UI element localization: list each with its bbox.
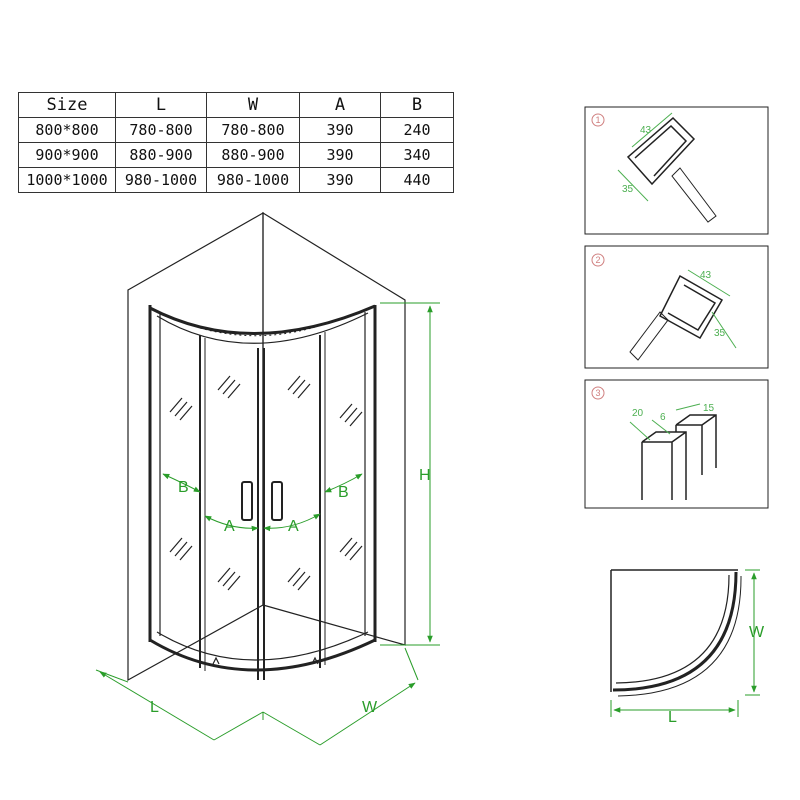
table-cell: 390 xyxy=(299,142,381,168)
back-wall-left xyxy=(127,211,264,682)
header-b: B xyxy=(380,92,454,118)
table-cell: 390 xyxy=(299,117,381,143)
detail3-dim-b: 6 xyxy=(660,412,666,423)
detail-panel-3: 3 20 6 15 xyxy=(584,379,769,509)
table-cell: 340 xyxy=(380,142,454,168)
table-row: 1000*1000 980-1000 980-1000 390 440 xyxy=(18,167,454,193)
detail-number: 3 xyxy=(596,388,601,398)
table-row: 900*900 880-900 880-900 390 340 xyxy=(18,142,454,168)
table-cell: 880-900 xyxy=(206,142,300,168)
detail3-dim-a: 20 xyxy=(632,408,644,419)
detail3-dim-c: 15 xyxy=(703,403,715,414)
shower-enclosure-drawing xyxy=(127,211,406,682)
detail2-top-dim: 43 xyxy=(700,270,712,281)
table-cell: 780-800 xyxy=(206,117,300,143)
detail1-side-dim: 35 xyxy=(622,184,634,195)
table-cell: 1000*1000 xyxy=(18,167,116,193)
table-header-row: Size L W A B xyxy=(18,92,454,118)
right-door-handle xyxy=(271,481,283,521)
door-a-right-label: A xyxy=(288,518,299,535)
table-cell: 440 xyxy=(380,167,454,193)
plan-view: W L xyxy=(610,569,765,726)
table-cell: 880-900 xyxy=(115,142,207,168)
detail-number-badge xyxy=(591,113,605,127)
detail-number-badge xyxy=(591,253,605,267)
glass-reflections xyxy=(169,375,363,591)
table-cell: 800*800 xyxy=(18,117,116,143)
height-label: H xyxy=(419,467,431,484)
main-dimensions xyxy=(95,302,440,746)
back-wall-right xyxy=(262,211,406,646)
size-table: Size L W A B 800*800 780-800 780-800 390… xyxy=(18,92,454,193)
length-label: L xyxy=(150,699,159,716)
table-cell: 900*900 xyxy=(18,142,116,168)
detail-panel-2: 2 43 35 xyxy=(584,245,769,369)
door-a-left-label: A xyxy=(224,518,235,535)
left-door-handle xyxy=(241,481,253,521)
door-b-right-label: B xyxy=(338,484,349,501)
detail-panel-1: 1 43 35 xyxy=(584,106,769,235)
detail-number: 1 xyxy=(596,115,601,125)
detail2-side-dim: 35 xyxy=(714,328,726,339)
header-size: Size xyxy=(18,92,116,118)
width-label: W xyxy=(362,699,378,716)
door-b-left-label: B xyxy=(178,479,189,496)
detail-number-badge xyxy=(591,386,605,400)
plan-length-label: L xyxy=(668,709,677,726)
table-row: 800*800 780-800 780-800 390 240 xyxy=(18,117,454,143)
table-cell: 780-800 xyxy=(115,117,207,143)
top-track xyxy=(149,304,376,335)
plan-width-label: W xyxy=(749,624,765,641)
table-cell: 980-1000 xyxy=(115,167,207,193)
header-l: L xyxy=(115,92,207,118)
bottom-track xyxy=(149,638,376,672)
detail1-top-dim: 43 xyxy=(640,125,652,136)
detail-number: 2 xyxy=(596,255,601,265)
table-cell: 980-1000 xyxy=(206,167,300,193)
